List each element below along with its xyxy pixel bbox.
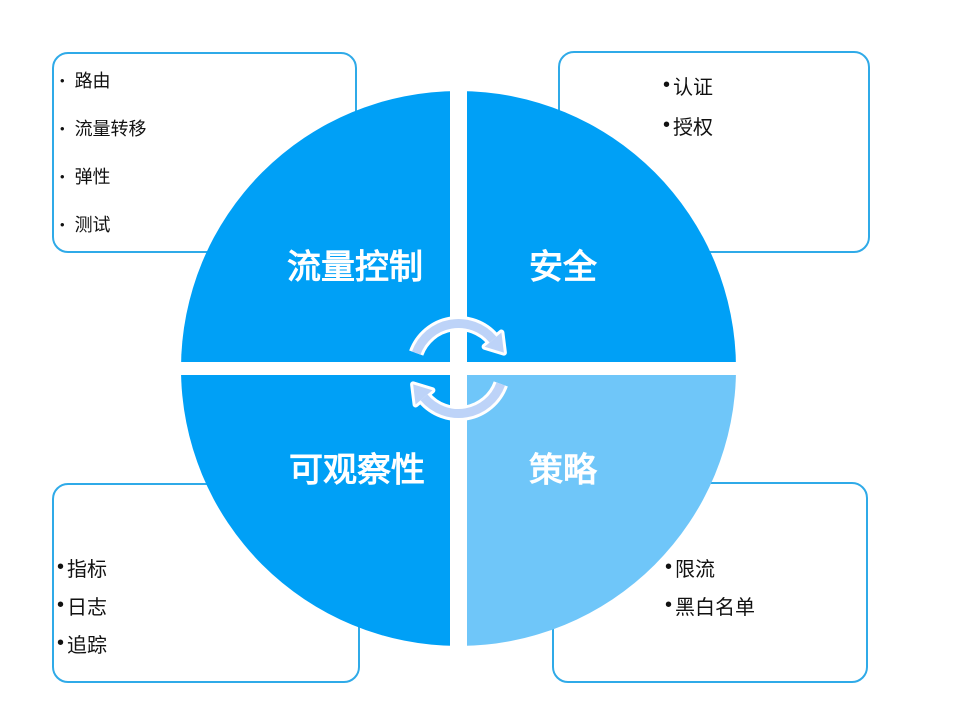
list-item-label: 弹性 xyxy=(74,167,111,187)
list-item: • 追踪 xyxy=(57,624,358,662)
list-item-label: 黑白名单 xyxy=(675,596,756,619)
bullet-icon: • xyxy=(60,72,65,88)
bullet-icon: • xyxy=(57,593,65,616)
list-item: • 流量转移 xyxy=(58,104,355,152)
quadrant-policy xyxy=(458,368,736,646)
quadrant-label-observability: 可观察性 xyxy=(289,451,425,490)
quadrant-security xyxy=(458,91,736,369)
list-item: • 授权 xyxy=(663,105,868,145)
list-item-label: 指标 xyxy=(67,558,108,581)
list-item-label: 追踪 xyxy=(67,634,108,657)
list-item-label: 测试 xyxy=(74,215,111,235)
bullet-icon: • xyxy=(60,120,65,136)
list-item: • 路由 xyxy=(58,56,355,104)
quadrant-wheel xyxy=(170,80,750,660)
list-item: • 弹性 xyxy=(58,152,355,200)
list-item: • 日志 xyxy=(57,586,358,624)
horizontal-divider xyxy=(170,362,750,375)
bullet-icon: • xyxy=(57,555,65,578)
quadrant-label-traffic-control: 流量控制 xyxy=(287,248,423,287)
bullet-icon: • xyxy=(663,73,671,96)
list-item: • 黑白名单 xyxy=(665,586,866,624)
list-item-label: 认证 xyxy=(673,76,714,99)
bullet-icon: • xyxy=(663,113,671,136)
bullet-icon: • xyxy=(60,168,65,184)
quadrant-label-security: 安全 xyxy=(529,248,597,287)
list-item-label: 授权 xyxy=(673,116,714,139)
bullet-icon: • xyxy=(665,593,673,616)
quadrant-label-policy: 策略 xyxy=(529,451,597,490)
list-item: • 指标 xyxy=(57,548,358,586)
cycle-arrows-icon xyxy=(413,315,504,413)
bullet-icon: • xyxy=(57,631,65,654)
quadrant-observability xyxy=(181,368,459,646)
list-item-label: 限流 xyxy=(675,558,716,581)
bullet-icon: • xyxy=(60,216,65,232)
list-item-label: 路由 xyxy=(74,71,111,91)
list-item-label: 日志 xyxy=(67,596,108,619)
list-item: • 限流 xyxy=(665,548,866,586)
list-item-label: 流量转移 xyxy=(74,119,147,139)
quadrant-traffic-control xyxy=(181,91,459,369)
list-item: • 测试 xyxy=(58,200,355,248)
bullet-icon: • xyxy=(665,555,673,578)
list-item: • 认证 xyxy=(663,65,868,105)
